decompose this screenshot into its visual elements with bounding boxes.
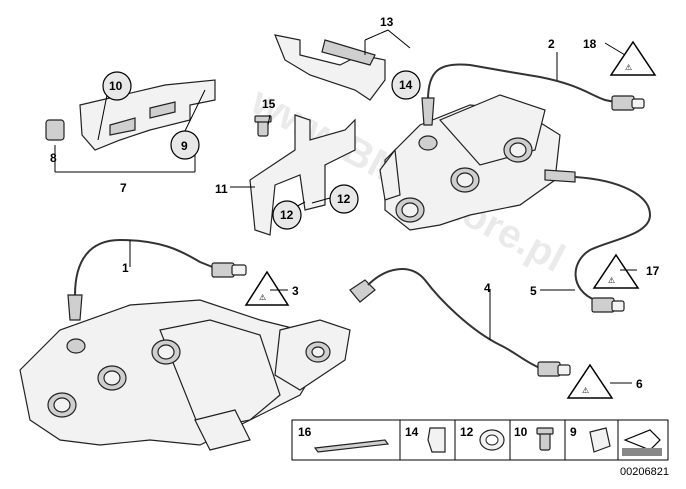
svg-text:⚠: ⚠ — [582, 386, 589, 395]
sensor-2 — [421, 63, 645, 126]
clip-14 — [427, 427, 446, 453]
callout-17: 17 — [646, 264, 660, 278]
lower-manifold — [19, 299, 351, 451]
svg-text:⚠: ⚠ — [608, 276, 615, 285]
callout-11: 11 — [215, 182, 228, 196]
image-number: 00206821 — [620, 466, 669, 478]
callout-5: 5 — [530, 284, 537, 298]
svg-text:⚠: ⚠ — [259, 293, 266, 302]
callout-1: 1 — [122, 261, 129, 275]
callout-8: 8 — [50, 151, 57, 165]
callout-12a: 12 — [337, 192, 351, 206]
callout-13: 13 — [380, 15, 394, 29]
svg-text:⚠: ⚠ — [625, 63, 632, 72]
warning-triangle-17: ⚠ — [592, 253, 640, 289]
upper-manifold — [379, 94, 561, 231]
callout-9: 9 — [181, 139, 188, 153]
sensor-1 — [67, 238, 247, 321]
callout-4: 4 — [484, 281, 491, 295]
sensor-5 — [544, 169, 652, 313]
callout-7: 7 — [120, 181, 127, 195]
parts-legend: 16 14 12 10 9 — [291, 419, 669, 461]
callout-14: 14 — [399, 78, 413, 92]
sensor-4 — [349, 268, 571, 377]
warning-triangle-3: ⚠ — [244, 270, 290, 306]
callout-10: 10 — [109, 79, 123, 93]
callout-2: 2 — [548, 37, 555, 51]
callout-15: 15 — [262, 97, 276, 111]
bolt-10 — [539, 431, 551, 451]
warning-triangle-6: ⚠ — [566, 363, 614, 399]
clip-9 — [589, 427, 611, 453]
legend-16: 16 — [298, 425, 312, 439]
callout-labels: 1 2 3 4 5 6 7 8 11 15 13 18 17 10 9 12 1… — [50, 15, 660, 391]
legend-12: 12 — [460, 425, 474, 439]
direction-arrow-icon — [623, 429, 661, 451]
callout-18: 18 — [583, 37, 597, 51]
bracket-13 — [274, 34, 386, 101]
bracket-11 — [249, 114, 356, 236]
warning-triangle-18: ⚠ — [609, 40, 657, 76]
callout-3: 3 — [292, 284, 299, 298]
clip-8 — [45, 119, 65, 141]
cable-tie-16 — [313, 439, 390, 453]
callout-6: 6 — [636, 377, 643, 391]
legend-14: 14 — [405, 425, 419, 439]
legend-9: 9 — [570, 425, 577, 439]
callout-12b: 12 — [280, 208, 294, 222]
legend-10: 10 — [514, 425, 528, 439]
